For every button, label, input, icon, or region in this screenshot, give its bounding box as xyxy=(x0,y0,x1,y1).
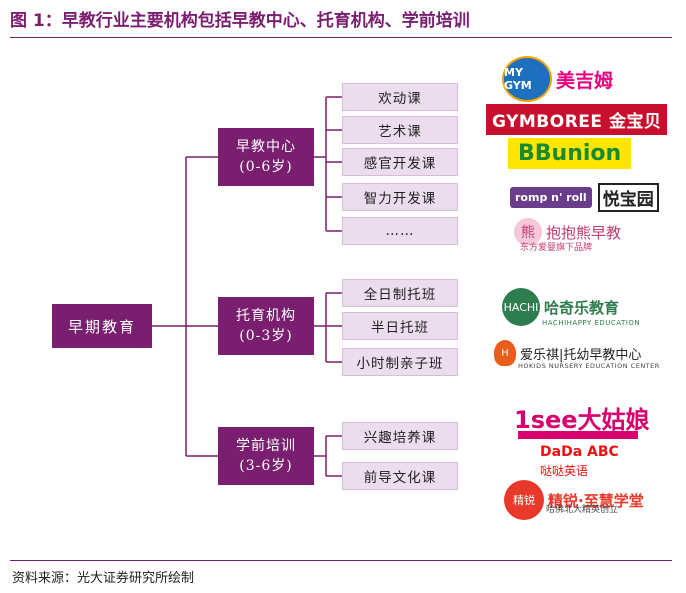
hokids-name: 爱乐祺|托幼早教中心 xyxy=(520,347,642,363)
course-node: 智力开发课 xyxy=(342,183,458,211)
course-node: 全日制托班 xyxy=(342,279,458,307)
isee-logo: 1see大姑娘 xyxy=(514,400,650,435)
hachi-emblem-icon: HACHI xyxy=(502,288,540,326)
category-name: 早教中心 xyxy=(236,139,296,155)
course-node: 前导文化课 xyxy=(342,462,458,490)
mygym-badge-icon: MY GYM xyxy=(502,56,552,102)
source-note: 资料来源：光大证券研究所绘制 xyxy=(12,571,195,586)
bbunion-name: BBunion xyxy=(508,138,632,169)
category-age: (3-6岁) xyxy=(239,458,293,474)
mygym-name: 美吉姆 xyxy=(556,69,614,92)
course-node: …… xyxy=(342,217,458,245)
hokids-subtitle: HOKIDS NURSERY EDUCATION CENTER xyxy=(518,362,660,370)
baobao-subtitle: 东方爱婴旗下品牌 xyxy=(520,243,593,253)
category-age: (0-6岁) xyxy=(239,159,293,175)
category-name: 托育机构 xyxy=(236,308,296,324)
course-node: 半日托班 xyxy=(342,312,458,340)
hachi-name: 哈奇乐教育 xyxy=(544,298,620,317)
hokids-logo: H 爱乐祺|托幼早教中心 xyxy=(494,340,641,366)
dada-logo: DaDa ABC xyxy=(540,444,619,460)
course-node: 艺术课 xyxy=(342,116,458,144)
hokids-mascot-icon: H xyxy=(494,340,516,366)
baobao-name: 抱抱熊早教 xyxy=(546,223,622,242)
yuebao-name: 悦宝园 xyxy=(597,183,659,212)
dada-subtitle: 哒哒英语 xyxy=(540,464,589,478)
course-node: 小时制亲子班 xyxy=(342,348,458,376)
course-node: 欢动课 xyxy=(342,83,458,111)
bear-icon: 熊 xyxy=(514,218,542,246)
jingrui-subtitle: 哈佛北大精英创立 xyxy=(546,505,619,515)
jingrui-logo: 精锐 精锐·至慧学堂 xyxy=(504,480,644,520)
jingrui-name: 精锐·至慧学堂 xyxy=(548,491,644,510)
hachi-subtitle: HACHIHAPPY EDUCATION xyxy=(542,319,641,327)
gymboree-name: GYMBOREE 金宝贝 xyxy=(486,104,668,135)
figure-title: 图 1：早教行业主要机构包括早教中心、托育机构、学前培训 xyxy=(10,11,470,31)
baobao-logo: 熊 抱抱熊早教 xyxy=(514,218,621,246)
isee-name: 1see大姑娘 xyxy=(514,406,650,434)
category-childcare-institution: 托育机构 (0-3岁) xyxy=(218,297,314,355)
bbunion-logo: BBunion xyxy=(508,138,632,169)
jingrui-portrait-icon: 精锐 xyxy=(504,480,544,520)
course-node: 兴趣培养课 xyxy=(342,422,458,450)
category-name: 学前培训 xyxy=(236,438,296,454)
category-age: (0-3岁) xyxy=(239,328,293,344)
hachi-logo: HACHI 哈奇乐教育 xyxy=(502,288,619,326)
category-preschool-training: 学前培训 (3-6岁) xyxy=(218,427,314,485)
category-early-education-center: 早教中心 (0-6岁) xyxy=(218,128,314,186)
root-node: 早期教育 xyxy=(52,304,152,348)
top-rule xyxy=(10,37,672,38)
dada-name: DaDa ABC xyxy=(540,444,619,460)
gymboree-logo: GYMBOREE 金宝贝 xyxy=(486,104,668,135)
isee-underline xyxy=(518,431,638,439)
mygym-logo: MY GYM 美吉姆 xyxy=(502,56,613,102)
course-node: 感官开发课 xyxy=(342,148,458,176)
romp-n-roll-logo: romp n' roll 悦宝园 xyxy=(510,183,659,212)
romp-badge-icon: romp n' roll xyxy=(510,187,592,208)
bottom-rule xyxy=(10,560,672,561)
